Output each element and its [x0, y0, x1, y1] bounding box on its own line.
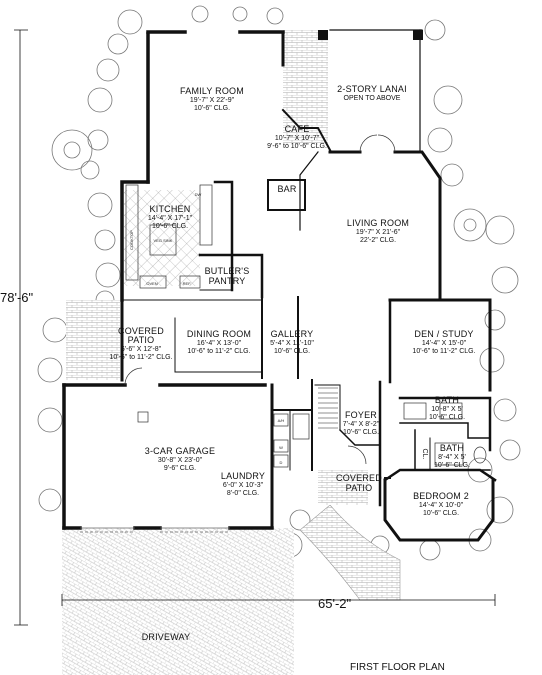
landscaping [37, 5, 521, 561]
foyer-ceiling: 10'-6" CLG. [343, 429, 379, 436]
plan-title: FIRST FLOOR PLAN [350, 662, 445, 673]
bedroom-2-label: BEDROOM 2 14'-4" X 10'-0" 10'-6" CLG. [413, 491, 469, 517]
dimension-lines [14, 29, 496, 626]
foyer-size: 7'-4" X 8'-2" [343, 421, 380, 428]
garage-ceiling: 9'-6" CLG. [164, 465, 196, 472]
cafe-label: CAFE 10'-7" X 10'-7" 9'-6" to 10'-6" CLG… [267, 124, 327, 150]
driveway-name: DRIVEWAY [142, 632, 191, 642]
covered-patio-front-line1: COVERED [336, 473, 382, 483]
walls [62, 29, 497, 542]
overall-width-label: 65'-2" [318, 596, 352, 611]
bath-1-label: BATH 10'-8" X 5' 10'-6" CLG. [429, 395, 465, 421]
laundry-label: LAUNDRY 6'-0" X 10'-3" 8'-0" CLG. [221, 471, 265, 497]
covered-patio-left-ceiling: 10'-6" to 11'-2" CLG. [109, 354, 172, 361]
family-room-ceiling: 10'-6" CLG. [194, 105, 230, 112]
dining-room-name: DINING ROOM [187, 329, 251, 339]
air-handler-label: A/H [278, 418, 285, 423]
foyer-label: FOYER 7'-4" X 8'-2" 10'-6" CLG. [343, 410, 380, 436]
refrigerator-label: REF. [183, 281, 192, 286]
bedroom-2-ceiling: 10'-6" CLG. [423, 510, 459, 517]
overall-depth-label: 78'-6" [0, 290, 34, 305]
living-room-size: 19'-7" X 21'-6" [356, 229, 401, 236]
bedroom-2-size: 14'-4" X 10'-0" [419, 502, 464, 509]
bath-2-ceiling: 10'-6" CLG. [434, 462, 470, 469]
covered-patio-left-size: 6'-6" X 12'-8" [121, 346, 162, 353]
fixtures [125, 184, 487, 468]
lanai-note: OPEN TO ABOVE [344, 95, 401, 102]
covered-patio-left-line2: PATIO [128, 335, 155, 345]
room-labels: FAMILY ROOM 19'-7" X 22'-9" 10'-6" CLG. … [109, 84, 475, 642]
garage-name: 3-CAR GARAGE [145, 446, 215, 456]
family-room-size: 19'-7" X 22'-9" [190, 97, 235, 104]
covered-patio-left-label: COVERED PATIO 6'-6" X 12'-8" 10'-6" to 1… [109, 326, 172, 361]
butlers-pantry-label: BUTLER'S PANTRY [205, 266, 250, 286]
dining-room-ceiling: 10'-6" to 11'-2" CLG. [187, 348, 250, 355]
bar-name: BAR [277, 184, 296, 194]
den-ceiling: 10'-6" to 11'-2" CLG. [412, 348, 475, 355]
bath-1-ceiling: 10'-6" CLG. [429, 414, 465, 421]
garage-label: 3-CAR GARAGE 30'-8" X 23'-0" 9'-6" CLG. [145, 446, 215, 472]
cafe-ceiling: 9'-6" to 10'-6" CLG. [267, 143, 327, 150]
cooktop-label: COOKTOP [129, 230, 134, 250]
butlers-pantry-line2: PANTRY [209, 276, 246, 286]
lanai-name: 2-STORY LANAI [337, 84, 407, 94]
living-room-name: LIVING ROOM [347, 218, 409, 228]
garage-doors [80, 527, 230, 533]
kitchen-label: KITCHEN 14'-4" X 17'-1" 10'-6" CLG. [148, 204, 193, 230]
cafe-name: CAFE [285, 124, 310, 134]
bedroom-2-name: BEDROOM 2 [413, 491, 469, 501]
covered-patio-left-line1: COVERED [118, 326, 164, 336]
fixture-labels: DW REF. OVEN COOKTOP VEG SINK W D A/H [129, 192, 284, 465]
family-room-label: FAMILY ROOM 19'-7" X 22'-9" 10'-6" CLG. [180, 86, 244, 112]
staircase [318, 387, 338, 429]
butlers-pantry-line1: BUTLER'S [205, 266, 250, 276]
den-size: 14'-4" X 15'-0" [422, 340, 467, 347]
closet-name: CL. [421, 449, 428, 460]
den-label: DEN / STUDY 14'-4" X 15'-0" 10'-6" to 11… [412, 329, 475, 355]
washer-label: W [279, 445, 283, 450]
bath-1-name: BATH [435, 395, 459, 405]
dining-room-label: DINING ROOM 16'-4" X 13'-0" 10'-6" to 11… [187, 329, 251, 355]
bath-2-size: 8'-4" X 5' [438, 454, 466, 461]
laundry-size: 6'-0" X 10'-3" [223, 482, 264, 489]
front-walkway [299, 504, 401, 601]
doors [124, 134, 396, 465]
living-room-ceiling: 22'-2" CLG. [360, 237, 396, 244]
oven-label: OVEN [146, 281, 157, 286]
dw-label: DW [195, 192, 202, 197]
gallery-size: 5'-4" X 11'-10" [270, 340, 314, 347]
kitchen-size: 14'-4" X 17'-1" [148, 215, 193, 222]
cafe-paving [283, 30, 328, 145]
patio-paving [66, 300, 120, 380]
veg-sink-label: VEG SINK [154, 238, 173, 243]
laundry-name: LAUNDRY [221, 471, 265, 481]
lanai-label: 2-STORY LANAI OPEN TO ABOVE [337, 84, 407, 102]
laundry-ceiling: 8'-0" CLG. [227, 490, 259, 497]
den-name: DEN / STUDY [414, 329, 473, 339]
covered-patio-front-line2: PATIO [346, 483, 373, 493]
kitchen-ceiling: 10'-6" CLG. [152, 223, 188, 230]
gallery-name: GALLERY [271, 329, 314, 339]
living-room-label: LIVING ROOM 19'-7" X 21'-6" 22'-2" CLG. [347, 218, 409, 244]
bath-2-name: BATH [440, 443, 464, 453]
bath-2-label: BATH 8'-4" X 5' 10'-6" CLG. [434, 443, 470, 469]
gallery-ceiling: 10'-6" CLG. [274, 348, 310, 355]
gallery-label: GALLERY 5'-4" X 11'-10" 10'-6" CLG. [270, 329, 314, 355]
front-patio-paving [318, 470, 368, 505]
dryer-label: D [280, 460, 283, 465]
cafe-size: 10'-7" X 10'-7" [275, 135, 320, 142]
kitchen-tile [124, 190, 200, 286]
driveway-paving [62, 528, 294, 675]
covered-patio-front-label: COVERED PATIO [336, 473, 382, 493]
dining-room-size: 16'-4" X 13'-0" [197, 340, 242, 347]
family-room-name: FAMILY ROOM [180, 86, 244, 96]
foyer-name: FOYER [345, 410, 377, 420]
bath-1-size: 10'-8" X 5' [431, 406, 463, 413]
kitchen-name: KITCHEN [150, 204, 191, 214]
garage-size: 30'-8" X 23'-0" [158, 457, 203, 464]
